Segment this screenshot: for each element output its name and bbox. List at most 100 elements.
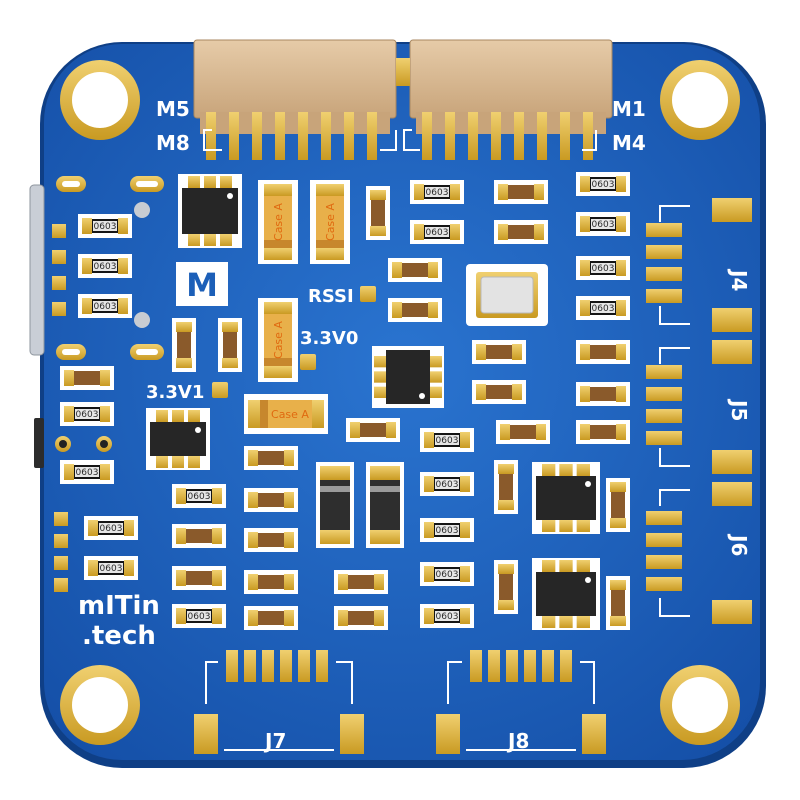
capacitor-0603 — [172, 524, 226, 548]
capacitor-0603 — [346, 418, 400, 442]
label-rssi: RSSI — [308, 286, 354, 307]
capacitor-0603 — [334, 606, 388, 630]
motor-pin — [422, 112, 432, 160]
resistor-0603: 0603 — [60, 460, 114, 484]
motor-pin — [229, 112, 239, 160]
motor-pin — [344, 112, 354, 160]
resistor-code: 0603 — [436, 612, 459, 622]
right-connectors — [646, 198, 752, 624]
jst-pin — [646, 577, 682, 591]
label-j4: J4 — [727, 268, 751, 291]
resistor-0603: 0603 — [420, 428, 474, 452]
resistor-code: 0603 — [426, 228, 449, 238]
jst-mount-pad — [712, 198, 752, 222]
jst-pin — [560, 650, 572, 682]
ic-sot23 — [178, 174, 242, 248]
usb-pad — [52, 276, 66, 290]
motor-pin — [583, 112, 593, 160]
motor-pin — [560, 112, 570, 160]
brand-line2: .tech — [82, 621, 156, 651]
tantalum-capacitor: Case A — [258, 180, 298, 264]
resistor-0603: 0603 — [576, 172, 630, 196]
mounting-hole-bottom-right — [660, 665, 740, 745]
resistor-code: 0603 — [436, 526, 459, 536]
side-button — [34, 418, 44, 468]
3v3-0-pad — [300, 354, 316, 370]
motor-pin — [275, 112, 285, 160]
capacitor-0603 — [388, 258, 442, 282]
jst-mount-pad — [712, 600, 752, 624]
capacitor-0603 — [494, 460, 518, 514]
capacitor-0603 — [576, 340, 630, 364]
silk-outline — [659, 306, 690, 325]
label-m4: M4 — [612, 131, 646, 155]
motor-connector-left — [193, 39, 397, 134]
label-m1: M1 — [612, 97, 646, 121]
jst-mount-pad — [712, 308, 752, 332]
motor-pin — [514, 112, 524, 160]
silk-outline — [447, 661, 462, 704]
jst-pin — [262, 650, 274, 682]
ic-sot23 — [146, 408, 210, 470]
smd-diode — [316, 462, 354, 548]
capacitor-0603 — [218, 318, 242, 372]
capacitor-0603 — [496, 420, 550, 444]
motor-connector-right — [409, 39, 613, 134]
usb-pad — [52, 250, 66, 264]
resistor-code: 0603 — [592, 180, 615, 190]
logo-badge — [176, 262, 228, 306]
jst-mount-pad — [436, 714, 460, 754]
label-m5: M5 — [156, 97, 190, 121]
capacitor-0603 — [606, 478, 630, 532]
motor-pin — [321, 112, 331, 160]
capacitor-0603 — [244, 446, 298, 470]
jst-pin — [646, 245, 682, 259]
jst-pin — [470, 650, 482, 682]
capacitor-0603 — [472, 340, 526, 364]
motor-pin — [445, 112, 455, 160]
resistor-code: 0603 — [100, 564, 123, 574]
bottom-connectors — [194, 650, 606, 754]
jst-mount-pad — [340, 714, 364, 754]
resistor-0603: 0603 — [576, 256, 630, 280]
ic-sot23 — [532, 558, 600, 630]
jst-pin — [244, 650, 256, 682]
label-3v3-0: 3.3V0 — [300, 328, 358, 349]
resistor-0603: 0603 — [84, 516, 138, 540]
resistor-0603: 0603 — [172, 604, 226, 628]
resistor-0603: 0603 — [172, 484, 226, 508]
silk-outline — [659, 598, 690, 617]
silk-outline — [580, 661, 595, 704]
components-layer: 0603 0603 0603 0603 0603 0603 0603 0603 0603 0603… — [60, 172, 630, 630]
capacitor-0603 — [494, 560, 518, 614]
motor-pin — [367, 112, 377, 160]
capacitor-0603 — [494, 220, 548, 244]
resistor-code: 0603 — [94, 302, 117, 312]
capacitor-0603 — [244, 488, 298, 512]
side-pad — [54, 578, 68, 592]
button-hole — [100, 440, 108, 448]
tantalum-capacitor: Case A — [258, 298, 298, 382]
jst-pin — [646, 409, 682, 423]
silk-outline — [659, 205, 690, 222]
jst-pin — [226, 650, 238, 682]
jst-pin — [646, 289, 682, 303]
case-label: Case A — [272, 321, 285, 359]
resistor-code: 0603 — [592, 264, 615, 274]
resistor-0603: 0603 — [78, 214, 132, 238]
capacitor-0603 — [472, 380, 526, 404]
capacitor-0603 — [172, 318, 196, 372]
resistor-0603: 0603 — [84, 556, 138, 580]
jst-mount-pad — [712, 450, 752, 474]
resistor-code: 0603 — [426, 188, 449, 198]
resistor-code: 0603 — [100, 524, 123, 534]
silk-outline — [659, 489, 690, 506]
jst-mount-pad — [194, 714, 218, 754]
capacitor-0603 — [494, 180, 548, 204]
capacitor-0603 — [60, 366, 114, 390]
capacitor-0603 — [606, 576, 630, 630]
case-label: Case A — [324, 203, 337, 241]
ic-sot23 — [532, 462, 600, 534]
jst-mount-pad — [582, 714, 606, 754]
side-pad — [54, 512, 68, 526]
